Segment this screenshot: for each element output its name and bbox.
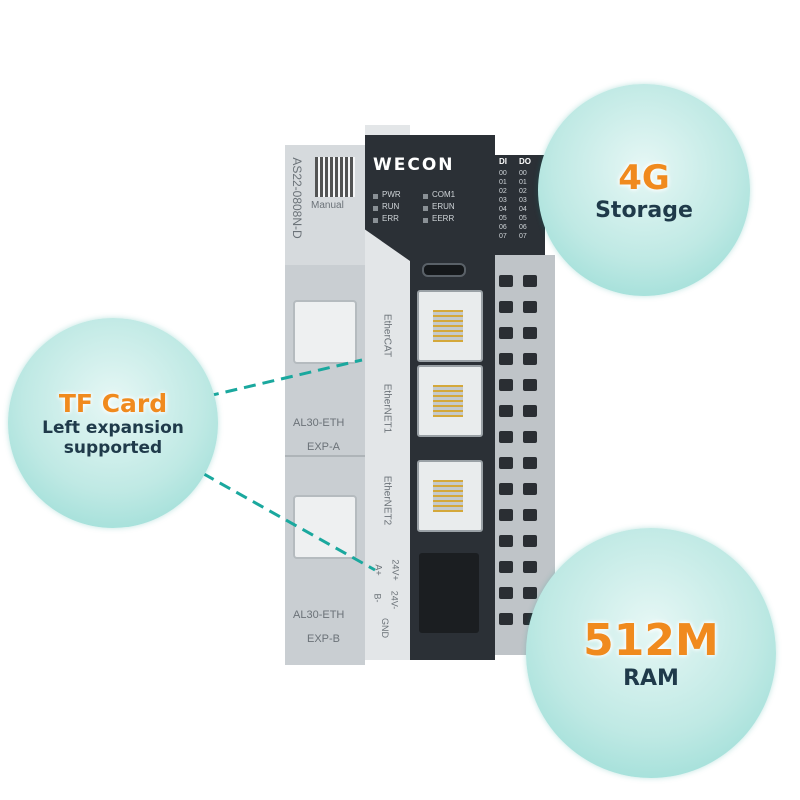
storage-value: 4G [618,157,670,198]
do-04: 04 [519,206,527,213]
io-terminal [523,431,537,443]
power-terminal-block [419,553,479,633]
tf-card-line2: supported [63,437,163,458]
do-05: 05 [519,215,527,222]
qr-code [315,157,355,197]
io-number-panel [495,155,545,255]
led-run-label: RUN [382,202,400,211]
expansion-a-slot-label: EXP-A [307,441,341,453]
manual-label: Manual [311,200,344,211]
do-03: 03 [519,197,527,204]
io-terminal [523,327,537,339]
di-07: 07 [499,233,507,240]
io-terminal [523,587,537,599]
di-05: 05 [499,215,507,222]
di-label: DI [499,157,507,166]
io-terminals [499,275,549,645]
do-01: 01 [519,179,527,186]
expansion-b-module-label: AL30-ETH [293,609,345,621]
do-07: 07 [519,233,527,240]
io-terminal [499,483,513,495]
io-terminal [523,301,537,313]
di-01: 01 [499,179,507,186]
plc-device: AS22-0808N-D Manual AL30-ETH EXP-A AL30-… [285,125,560,665]
io-terminal [499,535,513,547]
di-03: 03 [499,197,507,204]
io-terminal [523,379,537,391]
brand-logo: WECON [373,155,455,175]
led-run [373,206,378,211]
io-terminal [499,561,513,573]
di-04: 04 [499,206,507,213]
io-terminal [499,353,513,365]
led-eerr [423,218,428,223]
tf-card-line1: Left expansion [42,417,184,438]
led-erun [423,206,428,211]
ethernet1-port [417,365,483,437]
io-terminal [523,457,537,469]
di-06: 06 [499,224,507,231]
io-terminal [499,587,513,599]
ram-callout: 512M RAM [526,528,776,778]
do-02: 02 [519,188,527,195]
ram-value: 512M [583,615,719,666]
do-06: 06 [519,224,527,231]
io-terminal [523,509,537,521]
io-terminal [523,405,537,417]
storage-label: Storage [595,197,693,223]
led-err-label: ERR [382,214,399,223]
expansion-b-port [293,495,357,559]
callout-line-tf-card [169,358,363,407]
io-terminal [499,275,513,287]
io-terminal [523,561,537,573]
io-terminal [523,483,537,495]
storage-callout: 4G Storage [538,84,750,296]
ethercat-port-contacts [433,310,463,342]
ram-label: RAM [623,666,679,691]
io-terminal [523,275,537,287]
ethernet2-port [417,460,483,532]
io-terminal [499,613,513,625]
expansion-divider [285,455,365,457]
expansion-a-module-label: AL30-ETH [293,417,345,429]
led-pwr-label: PWR [382,190,401,199]
led-com1-label: COM1 [432,190,456,199]
di-numbers: 00 01 02 03 04 05 06 07 [499,169,507,241]
do-label: DO [519,157,531,166]
ethercat-port [417,290,483,362]
io-terminal [499,327,513,339]
led-eerr-label: EERR [432,214,455,223]
expansion-b-slot-label: EXP-B [307,633,341,645]
io-terminal [523,353,537,365]
do-00: 00 [519,170,527,177]
io-terminal [499,405,513,417]
io-terminal [499,431,513,443]
expansion-a-port [293,300,357,364]
tf-card-slot [422,263,466,277]
led-com1 [423,194,428,199]
led-erun-label: ERUN [432,202,455,211]
io-terminal [499,379,513,391]
ethernet1-port-contacts [433,385,463,417]
tf-card-title: TF Card [58,388,168,418]
led-pwr [373,194,378,199]
io-terminal [499,457,513,469]
io-terminal [499,509,513,521]
di-00: 00 [499,170,507,177]
io-terminal [523,535,537,547]
di-02: 02 [499,188,507,195]
io-terminal [499,301,513,313]
led-err [373,218,378,223]
do-numbers: 00 01 02 03 04 05 06 07 [519,169,527,241]
tf-card-callout: TF Card Left expansion supported [8,318,218,528]
ethernet2-port-contacts [433,480,463,512]
